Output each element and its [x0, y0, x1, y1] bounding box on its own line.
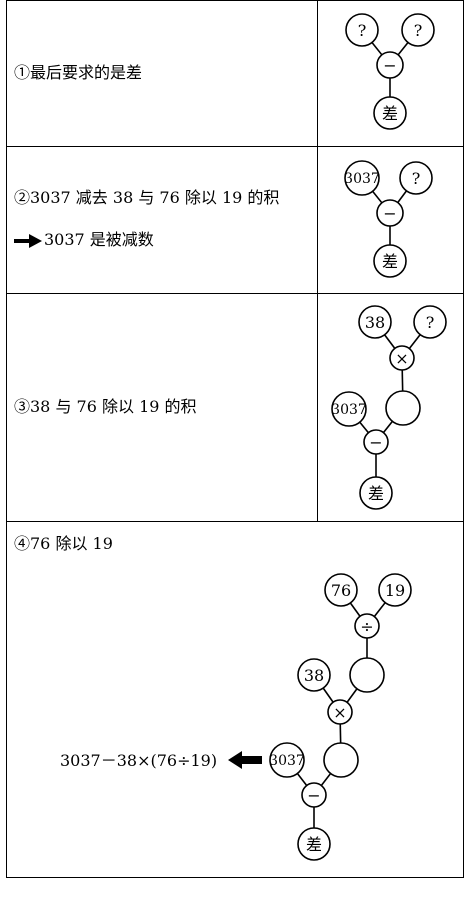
row4-text: ④76 除以 19 — [14, 534, 113, 553]
row1-unknown-right-label: ? — [414, 21, 423, 40]
row3-difference-label: 差 — [368, 484, 384, 503]
row-divider-1 — [6, 146, 464, 147]
row4-38-label: 38 — [304, 666, 324, 685]
row4-76-node — [324, 573, 358, 607]
row2-minus-operator — [376, 199, 404, 227]
row4-times-label: × — [333, 703, 346, 722]
row4-19-label: 19 — [385, 581, 405, 600]
row3-text: ③38 与 76 除以 19 的积 — [14, 397, 197, 416]
row3-minus-operator — [363, 429, 389, 455]
row4-38-node — [297, 658, 331, 692]
row4-times-operator — [327, 699, 353, 725]
row-divider-2 — [6, 293, 464, 294]
row2-difference-label: 差 — [382, 252, 398, 271]
row3-3037-node — [331, 391, 367, 427]
final-expression: 3037－38×(76÷19) — [60, 751, 218, 770]
row1-unknown-right — [401, 13, 435, 47]
row1-minus-label: − — [383, 56, 396, 75]
row4-minus-operator — [301, 782, 327, 808]
row4-difference-label: 差 — [306, 835, 322, 854]
row4-3037-node — [269, 742, 305, 778]
row3-minus-label: − — [369, 433, 382, 452]
row4-divide-label: ÷ — [360, 617, 373, 636]
table-frame — [6, 0, 464, 878]
row3-unknown-node — [413, 305, 447, 339]
row2-minuend-node — [344, 160, 380, 196]
row2-minuend-label: 3037 — [344, 171, 380, 187]
row4-76-label: 76 — [331, 581, 351, 600]
row3-unknown-label: ? — [426, 313, 435, 332]
row2-unknown-node — [399, 161, 433, 195]
row2-line2: 3037 是被减数 — [44, 230, 154, 249]
row3-times-label: × — [395, 349, 408, 368]
row4-quotient-node — [349, 657, 385, 693]
row1-minus-operator — [376, 51, 404, 79]
row4-minus-label: − — [307, 786, 320, 805]
arrow-icon — [14, 234, 42, 248]
row4-product-node — [323, 742, 359, 778]
row3-38-label: 38 — [365, 313, 385, 332]
row2-unknown-label: ? — [412, 169, 421, 188]
row1-difference-label: 差 — [382, 104, 398, 123]
row1-difference-node — [373, 96, 407, 130]
row4-19-node — [378, 573, 412, 607]
column-divider — [317, 0, 318, 522]
row2-difference-node — [373, 244, 407, 278]
row1-unknown-left-label: ? — [358, 21, 367, 40]
row-divider-3 — [6, 521, 464, 522]
left-arrow-icon — [228, 751, 262, 769]
row3-times-operator — [389, 345, 415, 371]
row3-38-node — [358, 305, 392, 339]
row2-minus-label: − — [383, 204, 396, 223]
row4-divide-operator — [354, 613, 380, 639]
row3-3037-label: 3037 — [331, 402, 367, 418]
row1-text: ①最后要求的是差 — [14, 63, 143, 82]
row3-product-node — [385, 390, 421, 426]
row3-difference-node — [359, 476, 393, 510]
row1-unknown-left — [345, 13, 379, 47]
row2-line1: ②3037 减去 38 与 76 除以 19 的积 — [14, 188, 280, 207]
row4-3037-label: 3037 — [269, 753, 305, 769]
row4-difference-node — [297, 827, 331, 861]
